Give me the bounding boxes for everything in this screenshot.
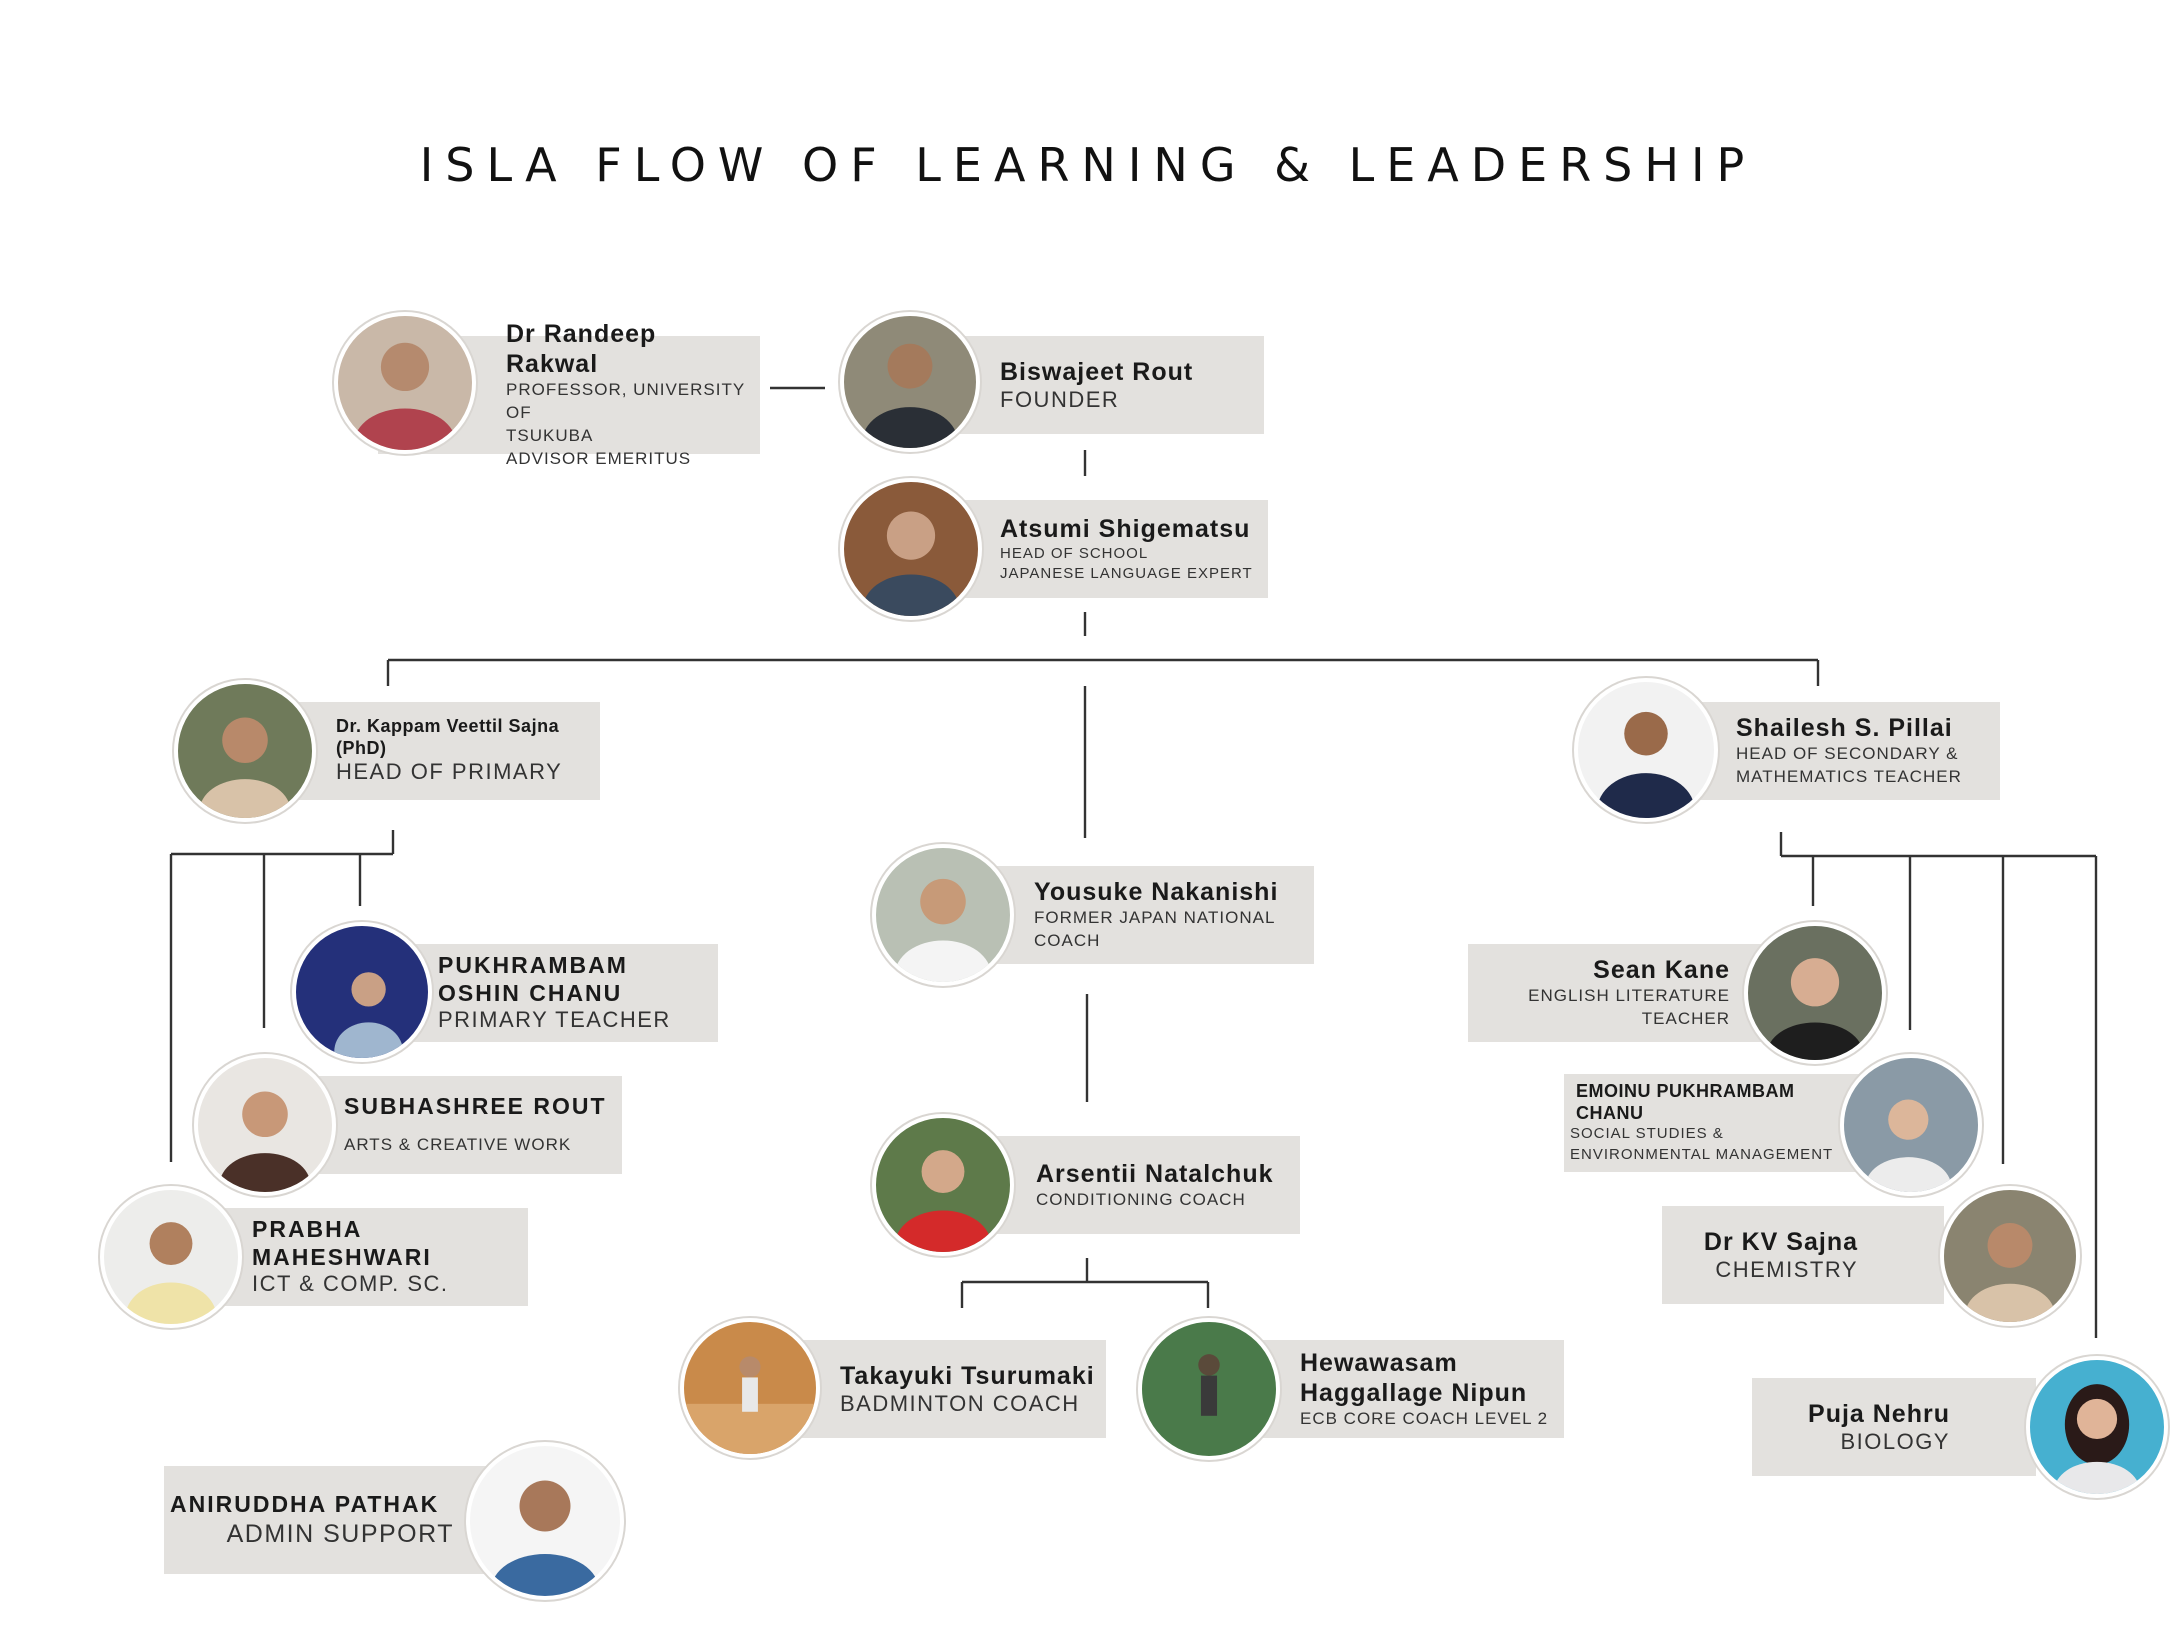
avatar-hewawasam-haggallage-nipun (1138, 1318, 1280, 1460)
person-title-line: TEACHER (1641, 1009, 1730, 1028)
person-name: Arsentii Natalchuk (1036, 1159, 1274, 1188)
person-role: FOUNDER (1000, 386, 1120, 412)
person-role: ARTS & CREATIVE WORK (344, 1135, 572, 1155)
person-icon (491, 1480, 599, 1596)
avatar-pukhrambam-oshin-chanu (292, 922, 432, 1062)
person-icon (1865, 1099, 1952, 1192)
person-title-line: ENGLISH LITERATURE (1528, 986, 1730, 1006)
avatar-takayuki-tsurumaki (680, 1318, 820, 1458)
person-icon (1198, 1354, 1220, 1416)
person-name: EMOINU PUKHRAMBAM (1576, 1081, 1795, 1102)
person-name: PUKHRAMBAM (438, 952, 628, 979)
person-role: PRIMARY TEACHER (438, 1007, 671, 1033)
person-title-line: COACH (1034, 931, 1101, 950)
person-name-cont: MAHESHWARI (252, 1243, 432, 1270)
page-title: ISLA FLOW OF LEARNING & LEADERSHIP (419, 138, 1757, 192)
person-name-cont: OSHIN CHANU (438, 979, 623, 1006)
avatar-sean-kane (1744, 922, 1886, 1064)
avatar-dr-kv-sajna (1940, 1186, 2080, 1326)
person-role: BIOLOGY (1840, 1428, 1950, 1454)
avatar-puja-nehru (2026, 1356, 2168, 1498)
person-role: CONDITIONING COACH (1036, 1189, 1246, 1209)
person-name: Hewawasam (1300, 1348, 1458, 1377)
person-title-line: PROFESSOR, UNIVERSITY OF (506, 380, 745, 423)
person-title-line: HEAD OF SECONDARY & (1736, 744, 1959, 764)
person-role: BADMINTON COACH (840, 1390, 1080, 1416)
person-icon (1597, 711, 1695, 818)
person-name: Sean Kane (1593, 956, 1730, 985)
person-icon (354, 342, 456, 450)
person-name: Dr. Kappam Veettil Sajna (336, 716, 560, 737)
person-title-line: JAPANESE LANGUAGE EXPERT (1000, 565, 1253, 582)
card-dr-kv-sajna: Dr KV Sajna CHEMISTRY (1662, 1206, 1944, 1304)
person-name-cont: CHANU (1576, 1102, 1644, 1123)
person-title-line: TSUKUBA (506, 426, 594, 445)
person-icon (219, 1091, 311, 1192)
avatar-shailesh-pillai (1574, 678, 1718, 822)
person-icon (894, 878, 992, 982)
avatar-biswajeet-rout (840, 312, 980, 452)
person-title-line: MATHEMATICS TEACHER (1736, 767, 1962, 786)
avatar-kappam-veettil-sajna (174, 680, 316, 822)
person-name: Puja Nehru (1808, 1399, 1950, 1428)
person-icon (1965, 1223, 2055, 1322)
person-name: Takayuki Tsurumaki (840, 1361, 1095, 1390)
avatar-subhashree-rout (194, 1054, 336, 1196)
person-icon (894, 1150, 992, 1252)
person-icon (2054, 1384, 2140, 1494)
person-role: CHEMISTRY (1715, 1256, 1858, 1282)
person-name: Atsumi Shigematsu (1000, 514, 1251, 543)
person-name: SUBHASHREE ROUT (344, 1092, 607, 1119)
person-name: Shailesh S. Pillai (1736, 714, 1953, 743)
person-icon (125, 1222, 217, 1324)
person-role: ECB CORE COACH LEVEL 2 (1300, 1408, 1549, 1428)
avatar-yousuke-nakanishi (872, 844, 1014, 986)
person-title-line: ADVISOR EMERITUS (506, 448, 692, 468)
card-puja-nehru: Puja Nehru BIOLOGY (1752, 1378, 2036, 1476)
person-title-line: SOCIAL STUDIES & (1570, 1125, 1724, 1143)
person-name: Yousuke Nakanishi (1034, 878, 1279, 907)
person-icon (199, 717, 291, 818)
person-name-cont: (PhD) (336, 737, 387, 758)
person-name: Dr KV Sajna (1703, 1227, 1858, 1256)
avatar-arsentii-natalchuk (872, 1114, 1014, 1256)
person-icon (862, 343, 958, 448)
person-name: PRABHA (252, 1216, 363, 1243)
person-name-cont: Haggallage Nipun (1300, 1378, 1528, 1407)
person-role: HEAD OF PRIMARY (336, 759, 563, 785)
avatar-emoinu-pukhrambam-chanu (1840, 1054, 1982, 1196)
person-icon (684, 1356, 816, 1454)
avatar-aniruddha-pathak (466, 1442, 624, 1600)
avatar-randeep-rakwal (334, 312, 476, 454)
card-emoinu-pukhrambam-chanu: EMOINU PUKHRAMBAM CHANU SOCIAL STUDIES &… (1564, 1074, 1864, 1172)
avatar-prabha-maheshwari (100, 1186, 242, 1328)
person-title-line: FORMER JAPAN NATIONAL (1034, 908, 1276, 928)
person-title-line: ENVIRONMENTAL MANAGEMENT (1570, 1145, 1834, 1163)
person-role: ICT & COMP. SC. (252, 1271, 449, 1297)
person-icon (1766, 958, 1864, 1060)
card-hewawasam-haggallage-nipun: Hewawasam Haggallage Nipun ECB CORE COAC… (1180, 1340, 1564, 1438)
person-title-line: HEAD OF SCHOOL (1000, 544, 1149, 562)
person-name: ANIRUDDHA PATHAK (170, 1491, 440, 1518)
person-name: Dr Randeep Rakwal (506, 320, 657, 379)
person-icon (334, 972, 403, 1058)
person-role: ADMIN SUPPORT (226, 1519, 454, 1548)
person-name: Biswajeet Rout (1000, 357, 1194, 386)
person-icon (862, 511, 960, 616)
card-aniruddha-pathak: ANIRUDDHA PATHAK ADMIN SUPPORT (164, 1466, 524, 1574)
avatar-atsumi-shigematsu (840, 478, 982, 620)
